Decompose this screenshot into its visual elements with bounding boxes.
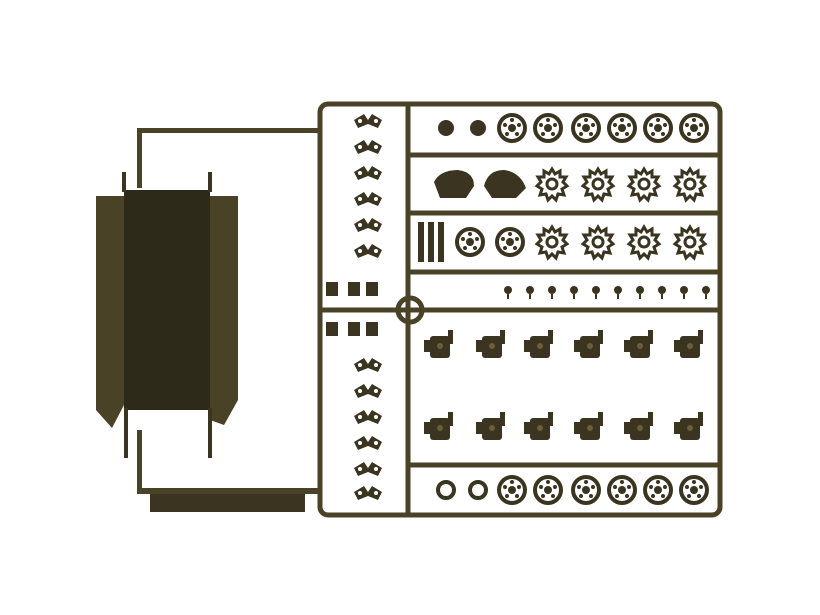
sprue-runner-left <box>137 128 320 512</box>
bogie-arm-parts <box>354 114 382 500</box>
armour-plate-part <box>96 172 238 458</box>
small-fitting-parts <box>504 286 710 299</box>
clip-parts <box>326 282 378 336</box>
road-wheel-parts-bottom <box>436 475 709 505</box>
road-wheel-parts-top <box>438 113 709 143</box>
sprocket-parts <box>434 167 707 202</box>
suspension-unit-parts-upper <box>424 330 703 358</box>
idler-and-sprocket-parts <box>418 222 707 262</box>
sprue-frame <box>317 101 723 518</box>
suspension-unit-parts-lower <box>424 412 703 440</box>
